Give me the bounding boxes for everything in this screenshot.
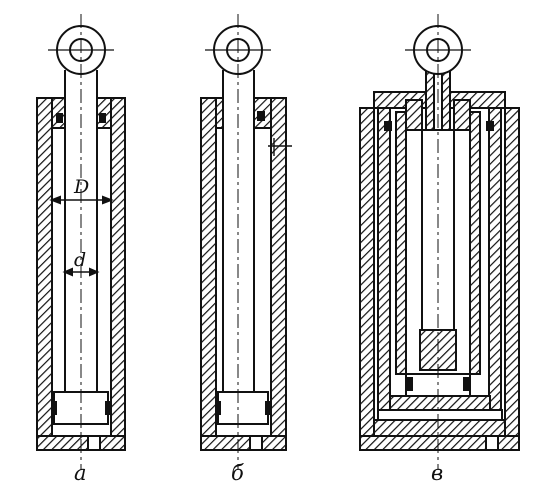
cylinder-a-left-wall [36, 97, 53, 451]
dimension-arrow [102, 195, 114, 205]
cylinder-c-sleeve1-left [377, 107, 391, 419]
cylinder-b-right-wall [270, 97, 287, 451]
cylinder-a-piston-ring [51, 401, 57, 415]
cylinder-c-flange-3 [373, 419, 506, 437]
cylinder-c-outer-right-wall [504, 107, 520, 451]
cylinder-c-sleeve2-right [469, 111, 481, 375]
cylinder-b-bottom [200, 435, 287, 451]
cylinder-b-gland-left [215, 97, 224, 129]
cylinder-c-sleeve2-left [395, 111, 407, 375]
cylinder-b-piston-ring [265, 401, 271, 415]
cylinder-b-left-wall [200, 97, 217, 451]
caption-a: а [74, 461, 87, 485]
cylinder-b-seal [257, 111, 265, 121]
dimension-arrow [89, 267, 100, 277]
cylinder-a-seal [99, 113, 106, 123]
label-outer-diameter: D [73, 176, 89, 198]
cylinder-c-outer-left-wall [359, 107, 375, 451]
cylinder-c-gland-left [405, 99, 423, 131]
cylinder-a [36, 14, 126, 470]
dimension-arrow [62, 267, 73, 277]
cylinder-c-sleeve1-right [488, 107, 502, 419]
cylinder-c-piston-ring [463, 377, 471, 391]
cylinder-c-piston-ring [405, 377, 413, 391]
caption-b: б [231, 461, 244, 485]
caption-c: в [431, 461, 443, 485]
cylinder-a-right-wall [110, 97, 126, 451]
cylinder-c [359, 14, 520, 470]
cylinder-b [200, 14, 292, 470]
cylinder-b-piston-ring [215, 401, 221, 415]
cylinder-a-piston-ring [105, 401, 111, 415]
cylinder-a-port [87, 435, 101, 451]
cylinder-c-flange-1 [389, 395, 491, 411]
label-rod-diameter: d [74, 249, 86, 271]
cylinder-b-port [249, 435, 263, 451]
cylinder-c-gland-right [453, 99, 471, 131]
cylinder-c-flange-2 [377, 409, 503, 421]
dimension-arrow [49, 195, 61, 205]
cylinder-b-piston [217, 391, 269, 425]
cylinder-a-seal [56, 113, 63, 123]
cylinder-c-port [485, 435, 499, 451]
cylinder-c-seal [486, 121, 494, 131]
cylinder-c-seal [384, 121, 392, 131]
